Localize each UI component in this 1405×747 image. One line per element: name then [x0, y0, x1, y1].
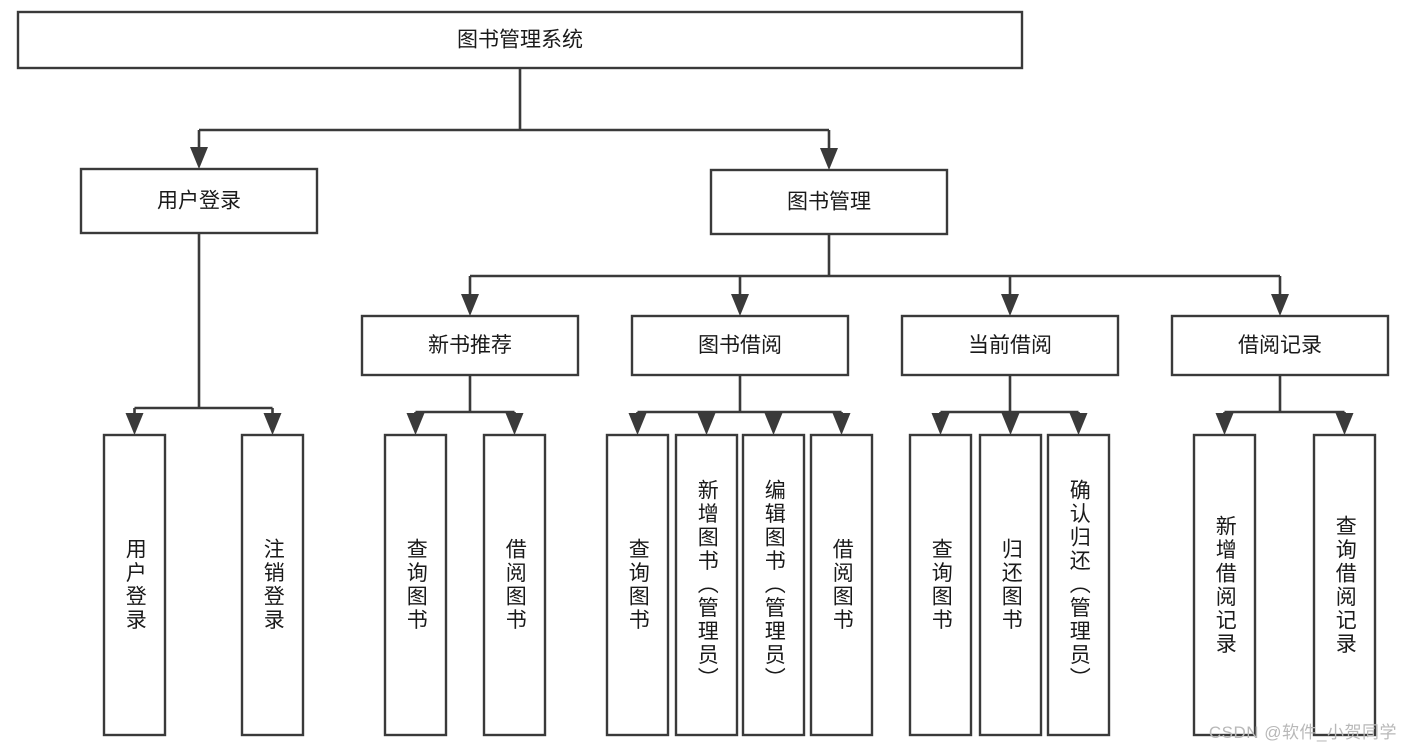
arrow-head-icon-leaf-1-0: [406, 413, 425, 435]
level3-node-图书借阅[interactable]: [630, 314, 850, 377]
arrow-head-icon-leaf-2-1: [697, 413, 716, 435]
arrow-head-icon-leaf-2-0: [628, 413, 647, 435]
leaf-node-编辑图书管理员[interactable]: [741, 433, 806, 737]
leaf-node-查询图书[interactable]: [605, 433, 670, 737]
level3-node-新书推荐[interactable]: [360, 314, 580, 377]
leaf-node-新增图书管理员[interactable]: [674, 433, 739, 737]
root-node-图书管理系统[interactable]: [16, 10, 1024, 70]
arrow-head-icon-level3-1: [731, 294, 749, 316]
leaf-node-借阅图书[interactable]: [482, 433, 547, 737]
level3-node-新书推荐-label: 新书推荐: [428, 334, 512, 357]
level3-node-借阅记录-label: 借阅记录: [1238, 334, 1322, 357]
box-layer: [16, 10, 1390, 737]
csdn-watermark: CSDN @软件_小贺同学: [1208, 723, 1397, 742]
level2-node-图书管理-label: 图书管理: [787, 191, 871, 214]
leaf-node-查询图书[interactable]: [908, 433, 973, 737]
leaf-node-查询借阅记录[interactable]: [1312, 433, 1377, 737]
arrow-head-icon-level3-3: [1271, 294, 1289, 316]
arrow-head-icon-leaf-4-0: [1215, 413, 1234, 435]
arrow-head-icon-leaf-1-1: [505, 413, 524, 435]
arrow-head-icon-leaf-3-1: [1001, 413, 1020, 435]
arrow-head-icon-leaf-2-3: [832, 413, 851, 435]
arrow-head-icon-level3-2: [1001, 294, 1019, 316]
leaf-node-借阅图书[interactable]: [809, 433, 874, 737]
level2-node-用户登录-label: 用户登录: [157, 190, 241, 213]
arrow-head-icon-leaf-3-0: [931, 413, 950, 435]
arrow-head-icon-level2-1: [820, 148, 838, 170]
leaf-node-注销登录[interactable]: [240, 433, 305, 737]
connector-layer: [125, 68, 1354, 435]
arrow-head-icon-leaf-3-2: [1069, 413, 1088, 435]
arrow-head-icon-leaf-4-1: [1335, 413, 1354, 435]
arrow-head-icon-level3-0: [461, 294, 479, 316]
leaf-node-新增借阅记录[interactable]: [1192, 433, 1257, 737]
leaf-node-用户登录[interactable]: [102, 433, 167, 737]
arrow-head-icon-leaf-2-2: [764, 413, 783, 435]
arrow-head-icon-leaf-0-0: [125, 413, 144, 435]
arrow-head-icon-leaf-0-1: [263, 413, 282, 435]
root-node-label: 图书管理系统: [457, 29, 583, 52]
level2-node-图书管理[interactable]: [709, 168, 949, 236]
level2-node-用户登录[interactable]: [79, 167, 319, 235]
level3-node-借阅记录[interactable]: [1170, 314, 1390, 377]
level3-node-当前借阅-label: 当前借阅: [968, 334, 1052, 357]
arrow-head-icon-level2-0: [190, 147, 208, 169]
level3-node-图书借阅-label: 图书借阅: [698, 334, 782, 357]
leaf-node-确认归还管理员[interactable]: [1046, 433, 1111, 737]
leaf-node-查询图书[interactable]: [383, 433, 448, 737]
level3-node-当前借阅[interactable]: [900, 314, 1120, 377]
leaf-node-归还图书[interactable]: [978, 433, 1043, 737]
